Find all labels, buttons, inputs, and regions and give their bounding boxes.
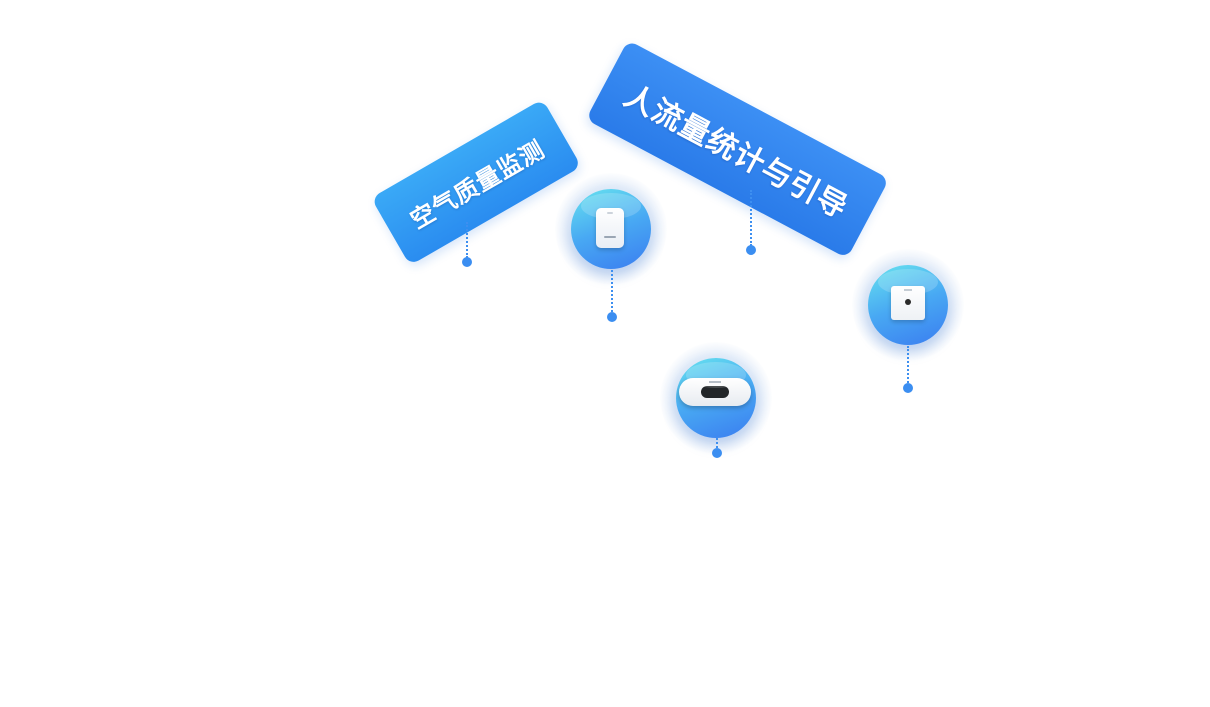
air-quality-label: 空气质量监测 bbox=[371, 99, 582, 266]
square-device-icon bbox=[891, 286, 925, 320]
air-quality-leader bbox=[466, 222, 468, 258]
people-counter-anchor-dot bbox=[712, 448, 722, 458]
people-counter-bar-bubble bbox=[676, 358, 756, 438]
square-camera-anchor-dot bbox=[903, 383, 913, 393]
people-counter-leader bbox=[716, 438, 718, 448]
people-flow-anchor-dot bbox=[746, 245, 756, 255]
air-quality-label-text: 空气质量监测 bbox=[405, 134, 550, 235]
square-camera-leader bbox=[907, 346, 909, 383]
bar-device-icon bbox=[679, 378, 751, 406]
air-quality-anchor-dot bbox=[462, 257, 472, 267]
wall-panel-leader bbox=[611, 270, 613, 312]
wall-panel-anchor-dot bbox=[607, 312, 617, 322]
panel-device-icon bbox=[596, 208, 624, 248]
wall-panel-sensor-bubble bbox=[571, 189, 651, 269]
square-camera-sensor-bubble bbox=[868, 265, 948, 345]
people-flow-leader bbox=[750, 190, 752, 246]
